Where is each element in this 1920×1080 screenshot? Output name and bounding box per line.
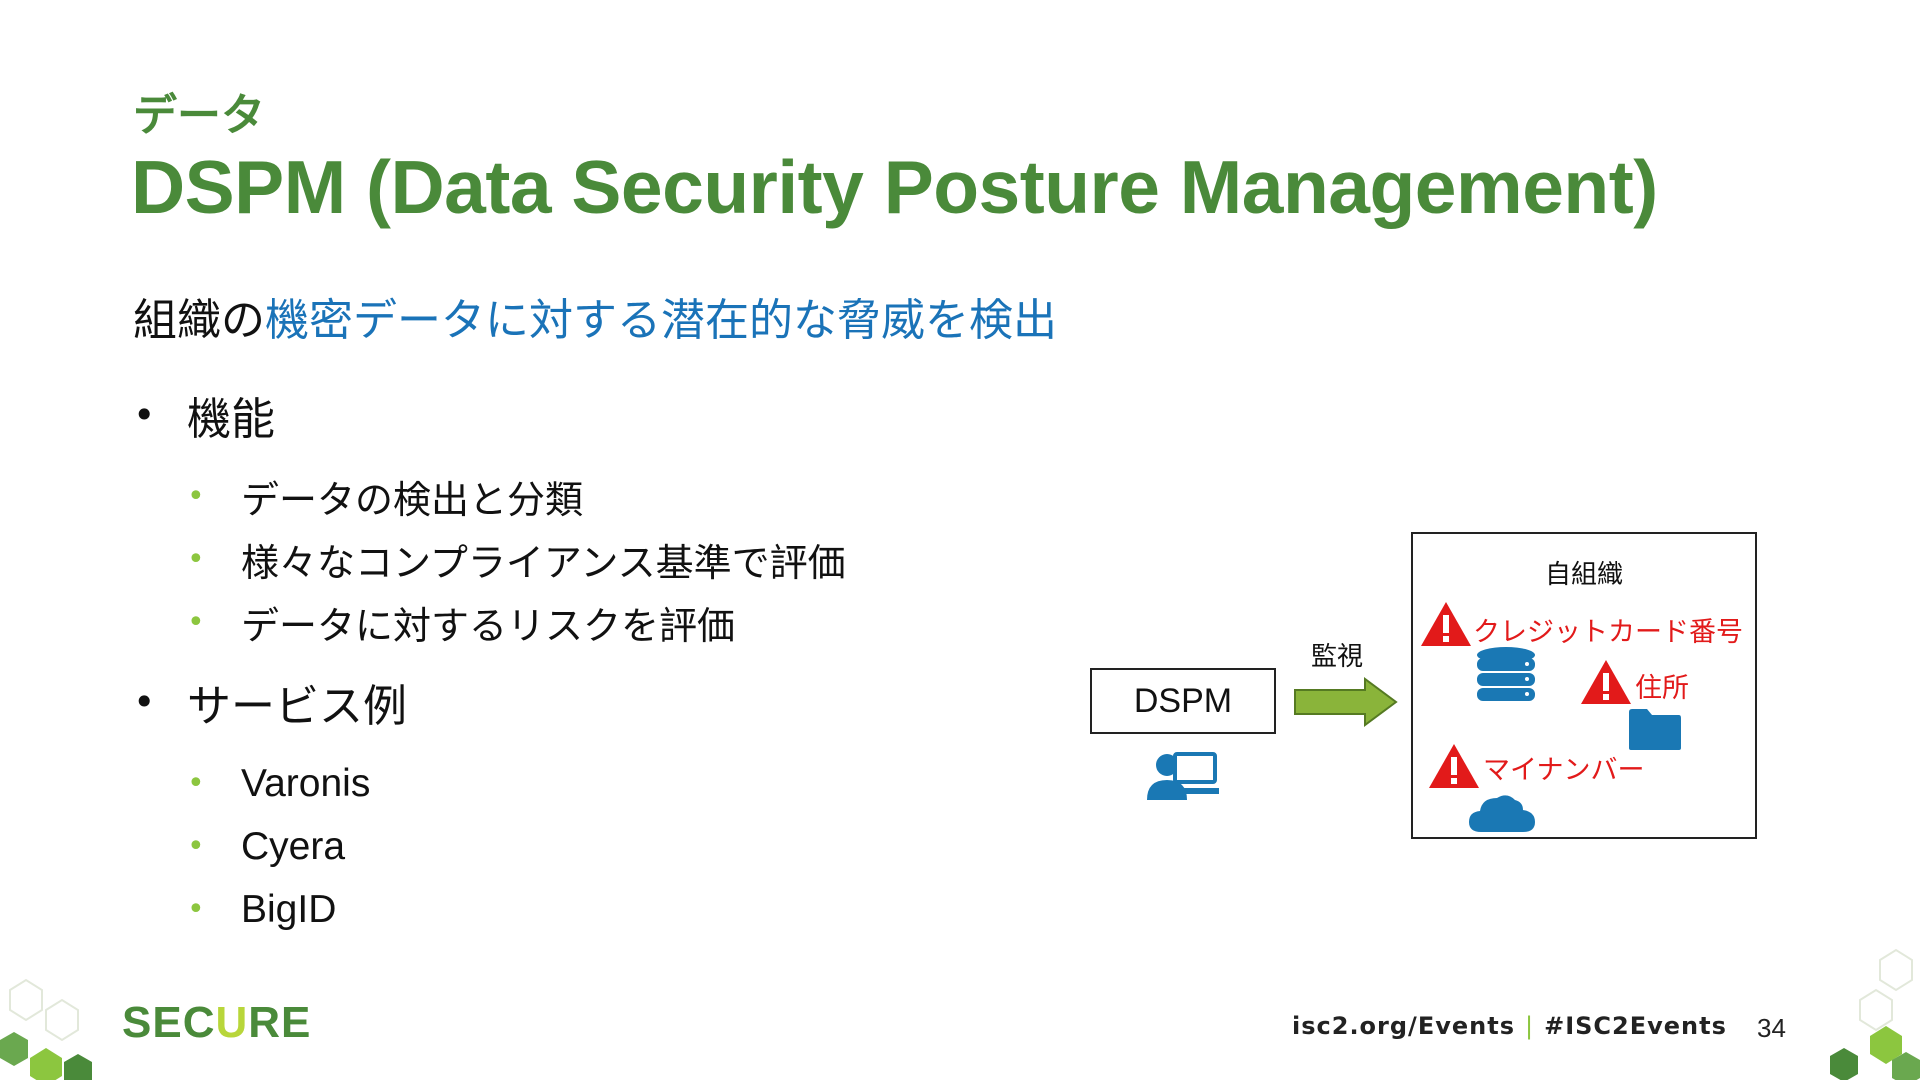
list-item: • Cyera — [187, 815, 846, 878]
page-number: 34 — [1757, 1013, 1786, 1043]
footer-separator: | — [1524, 1012, 1535, 1040]
list-item-text: 様々なコンプライアンス基準で評価 — [241, 541, 846, 585]
bullet-dot: • — [133, 393, 156, 437]
bullet-dot: • — [133, 680, 156, 724]
functions-list: • データの検出と分類 • 様々なコンプライアンス基準で評価 • データに対するリスク… — [187, 465, 846, 654]
sub-bullet-dot: • — [187, 829, 205, 864]
section-functions: • 機能 — [133, 385, 846, 445]
folder-icon — [1629, 709, 1681, 750]
lead-accent: 機密データに対する潜在的な脅威を検出 — [265, 295, 1057, 346]
services-list: • Varonis • Cyera • BigID — [187, 752, 846, 941]
list-item: • データに対するリスクを評価 — [187, 591, 846, 654]
sub-bullet-dot: • — [187, 892, 205, 927]
list-item-text: データの検出と分類 — [241, 478, 584, 522]
risk-credit-card: クレジットカード番号 — [1473, 617, 1743, 648]
dspm-box: DSPM — [1090, 668, 1276, 734]
logo-text-accent: U — [215, 998, 249, 1047]
risk-my-number: マイナンバー — [1483, 755, 1645, 786]
list-item-text: BigID — [241, 887, 337, 931]
sub-bullet-dot: • — [187, 766, 205, 801]
section-service-examples: • サービス例 — [133, 672, 846, 732]
footer-links: isc2.org/Events | #ISC2Events — [1292, 1012, 1727, 1040]
bullet-list: • 機能 • データの検出と分類 • 様々なコンプライアンス基準で評価 • データに対… — [133, 385, 846, 959]
list-item: • データの検出と分類 — [187, 465, 846, 528]
risk-address: 住所 — [1635, 673, 1689, 704]
warning-icon — [1429, 744, 1479, 788]
database-icon — [1477, 647, 1535, 701]
hexagon-decoration-left — [0, 978, 92, 1080]
list-item: • 様々なコンプライアンス基準で評価 — [187, 528, 846, 591]
dspm-diagram: DSPM 監視 自組織 クレジットカード番号 — [1085, 530, 1765, 850]
org-title: 自組織 — [1544, 560, 1623, 590]
list-item: • BigID — [187, 878, 846, 941]
logo-text: RE — [248, 998, 312, 1047]
logo-text: SEC — [122, 998, 216, 1047]
events-link[interactable]: isc2.org/Events — [1292, 1012, 1515, 1040]
hexagon-decoration-right — [1830, 948, 1920, 1080]
sub-bullet-dot: • — [187, 479, 205, 514]
secure-logo: SECURE — [122, 998, 311, 1048]
warning-icon — [1421, 602, 1471, 646]
section-label: 機能 — [187, 394, 275, 445]
monitor-label: 監視 — [1311, 642, 1364, 672]
cloud-icon — [1469, 795, 1535, 832]
computer-user-icon — [1147, 752, 1219, 800]
lead-text: 組織の機密データに対する潜在的な脅威を検出 — [133, 295, 1057, 348]
list-item-text: Cyera — [241, 824, 346, 868]
list-item: • Varonis — [187, 752, 846, 815]
sub-bullet-dot: • — [187, 605, 205, 640]
organization-box: 自組織 クレジットカード番号 住所 — [1411, 532, 1757, 839]
slide-title: DSPM (Data Security Posture Management) — [131, 145, 1658, 229]
arrow-right-icon — [1294, 677, 1398, 727]
sub-bullet-dot: • — [187, 542, 205, 577]
list-item-text: データに対するリスクを評価 — [241, 604, 736, 648]
lead-prefix: 組織の — [133, 295, 265, 346]
warning-icon — [1581, 660, 1631, 704]
list-item-text: Varonis — [241, 761, 371, 805]
hashtag-text: #ISC2Events — [1544, 1012, 1727, 1040]
section-label: サービス例 — [187, 681, 407, 732]
slide-subtitle: データ — [133, 90, 265, 141]
